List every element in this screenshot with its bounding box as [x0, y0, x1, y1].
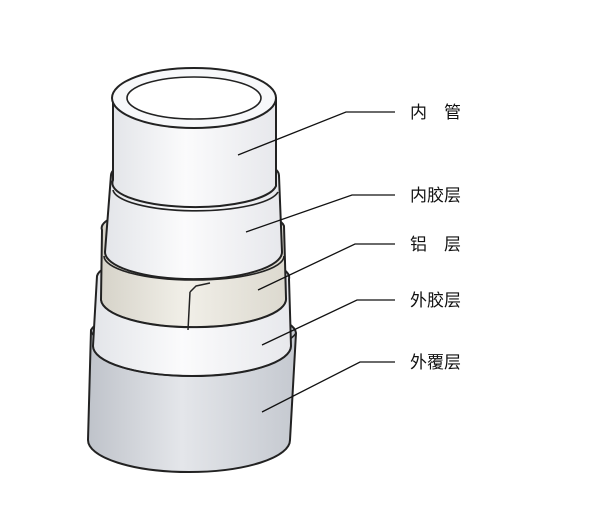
label-outer-rubber: 外胶层 [410, 291, 461, 311]
leader-line-inner-tube [237, 111, 395, 156]
label-inner-tube: 内 管 [410, 103, 461, 123]
leader-line-outer-cover [261, 361, 395, 413]
aluminum-bottom-rim [100, 297, 287, 328]
leader-line-outer-rubber [261, 299, 395, 346]
inner-rubber-top-rim [112, 189, 279, 212]
outer-rubber-rim [92, 345, 292, 377]
inner-tube-body [111, 97, 277, 209]
label-inner-rubber: 内胶层 [410, 186, 461, 206]
label-aluminum: 铝 层 [410, 235, 461, 255]
leader-line-aluminum [257, 243, 395, 291]
inner-tube-opening [126, 76, 262, 120]
aluminum-seam [187, 282, 211, 331]
leader-line-inner-rubber [245, 194, 395, 233]
label-outer-cover: 外覆层 [410, 353, 461, 373]
